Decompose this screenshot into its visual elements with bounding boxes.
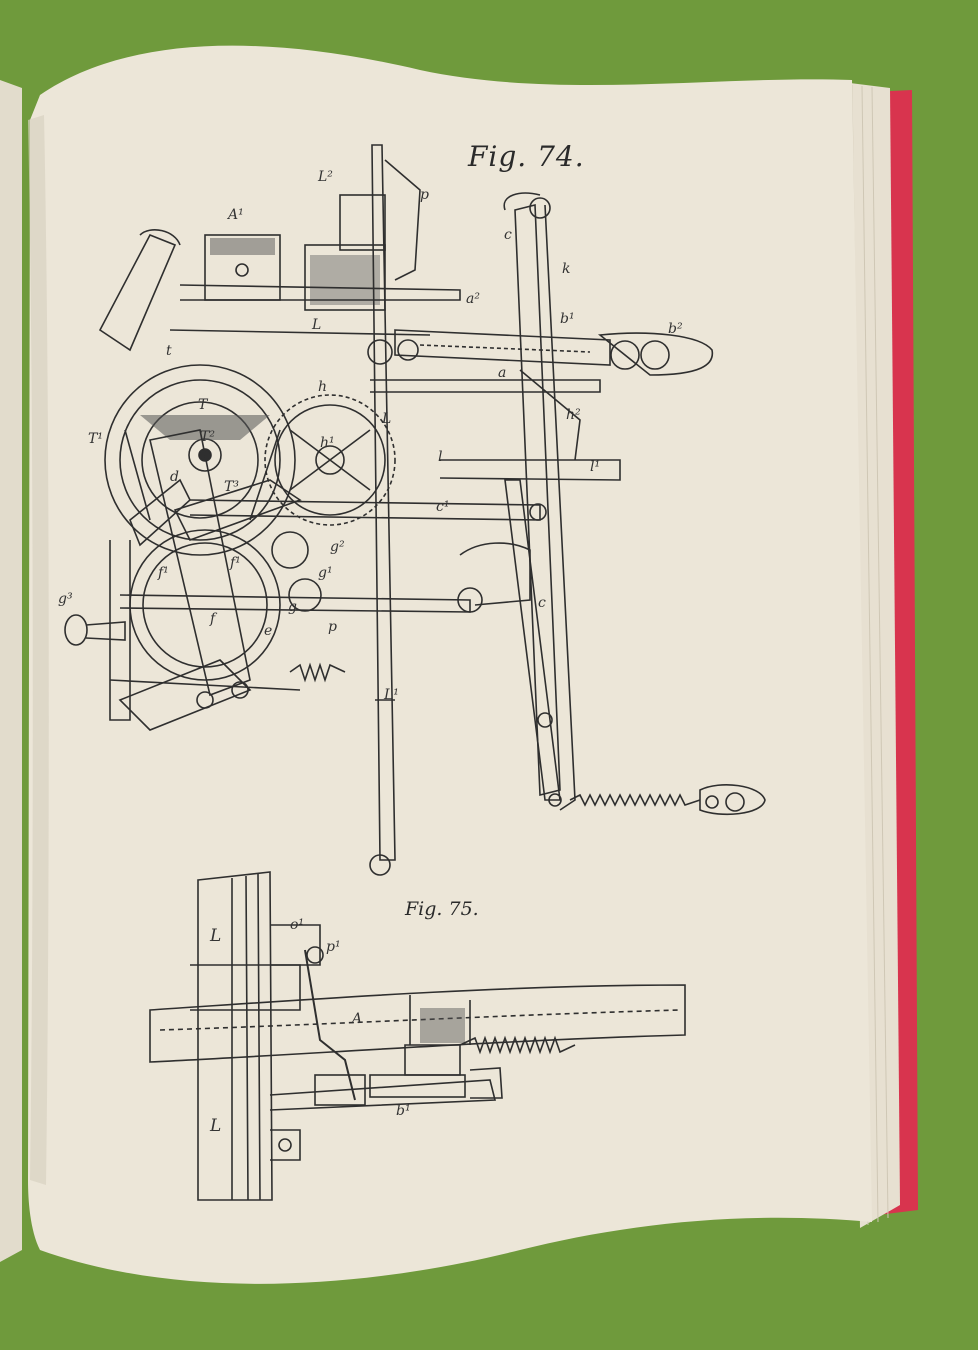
- label-l: l: [438, 449, 443, 465]
- label-b1-mid: b¹: [560, 311, 575, 327]
- label-L2: L²: [318, 169, 333, 185]
- label-p: p: [420, 187, 429, 203]
- label-g: g: [288, 599, 297, 615]
- label-a: a: [498, 365, 507, 381]
- label-p1: p¹: [326, 939, 341, 955]
- label-c-top: c: [504, 227, 512, 243]
- label-k: k: [562, 261, 571, 277]
- label-c1: c¹: [436, 499, 450, 515]
- label-T3: T³: [224, 479, 239, 495]
- label-h1: h¹: [320, 435, 335, 451]
- label-c-low: c: [538, 595, 546, 611]
- label-L-mid: L: [382, 411, 392, 427]
- fig74-drawing: [64, 144, 766, 876]
- label-f: f: [210, 611, 216, 627]
- label-t: t: [166, 343, 172, 359]
- label-A1: A¹: [228, 207, 244, 223]
- fig75-drawing: [149, 871, 686, 1201]
- label-L-top: L: [312, 317, 322, 333]
- label-T1: T¹: [88, 431, 103, 447]
- label-l1: l¹: [590, 459, 601, 475]
- label-h2: h²: [566, 407, 581, 423]
- left-page-edge: [0, 80, 22, 1262]
- fig75-title: Fig. 75.: [405, 898, 479, 920]
- label-T: T: [198, 397, 208, 413]
- label-L1: L¹: [384, 687, 399, 703]
- label-a2: a²: [466, 291, 480, 307]
- label-h: h: [318, 379, 328, 395]
- main-page: [28, 45, 872, 1284]
- label-g3: g³: [58, 591, 73, 607]
- label-g2: g²: [330, 539, 345, 555]
- label-b1: b¹: [396, 1103, 411, 1119]
- label-f1b: f¹: [230, 555, 241, 571]
- label-b2: b²: [668, 321, 683, 337]
- label-T2: T²: [200, 429, 215, 445]
- label-p-low: p: [328, 619, 337, 635]
- fig74-title: Fig. 74.: [468, 140, 585, 173]
- label-A: A: [352, 1011, 363, 1027]
- label-g1: g¹: [318, 565, 333, 581]
- label-75-L-bot: L: [210, 1116, 222, 1136]
- label-f1a: f¹: [158, 565, 169, 581]
- label-d: d: [170, 469, 179, 485]
- label-75-L-top: L: [210, 926, 222, 946]
- label-e: e: [264, 623, 273, 639]
- label-o1: o¹: [290, 917, 305, 933]
